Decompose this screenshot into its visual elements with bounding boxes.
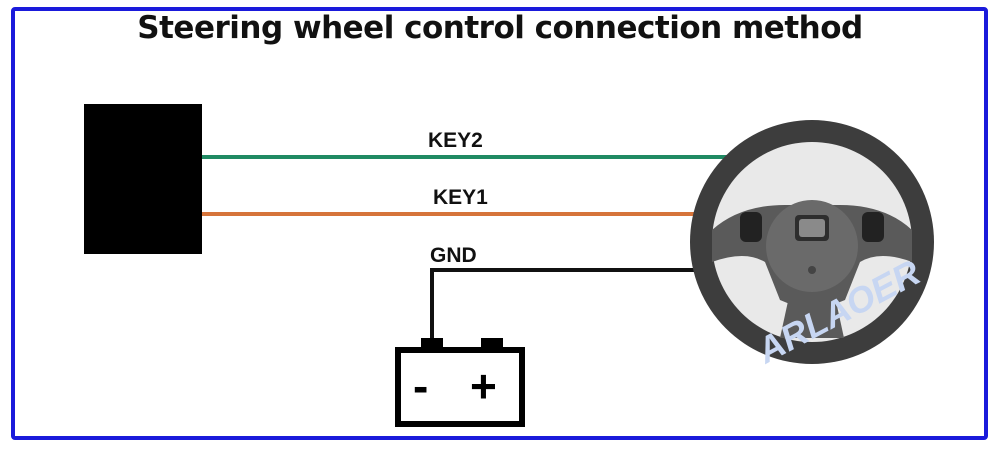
gnd-wire <box>430 268 700 340</box>
page-title: Steering wheel control connection method <box>137 10 863 46</box>
battery-icon <box>395 338 525 427</box>
steering-wheel-icon <box>690 120 934 364</box>
gnd-label: GND <box>430 244 477 267</box>
key1-label: KEY1 <box>433 186 488 209</box>
battery-minus-sign: - <box>413 360 429 412</box>
head-unit-module <box>84 104 202 254</box>
battery-plus-sign: + <box>470 360 497 412</box>
key2-label: KEY2 <box>428 129 483 152</box>
